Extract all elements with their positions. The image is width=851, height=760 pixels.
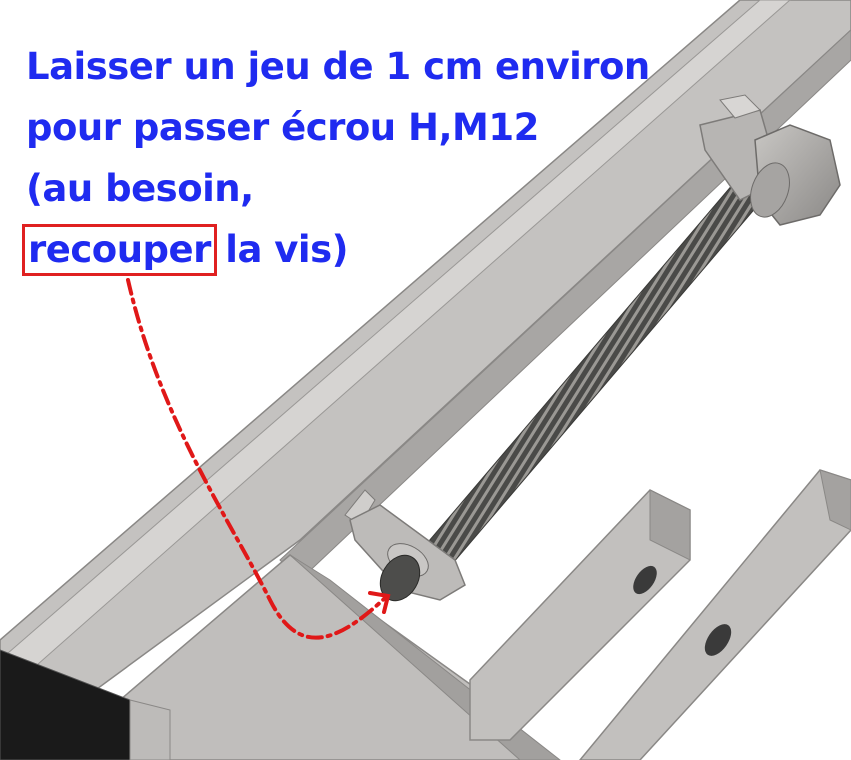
- bar-2-hole: [704, 624, 732, 656]
- bolt-head: [750, 124, 841, 226]
- parallel-bar-2: [579, 469, 851, 760]
- highlighted-word: recouper: [22, 224, 217, 276]
- instruction-annotation: Laisser un jeu de 1 cm environ pour pass…: [22, 36, 650, 280]
- annotation-line-4: recouper la vis): [22, 219, 650, 280]
- annotation-line-2: pour passer écrou H,M12: [26, 106, 539, 149]
- bar-1-hole: [633, 565, 657, 595]
- lower-block: [0, 554, 561, 760]
- annotation-line-3: (au besoin,: [26, 167, 254, 210]
- annotation-line-1: Laisser un jeu de 1 cm environ: [26, 45, 650, 88]
- annotation-line-4-rest: la vis): [212, 228, 349, 271]
- parallel-bar-1: [469, 489, 691, 741]
- dash-dot-arrow-icon: [126, 278, 391, 640]
